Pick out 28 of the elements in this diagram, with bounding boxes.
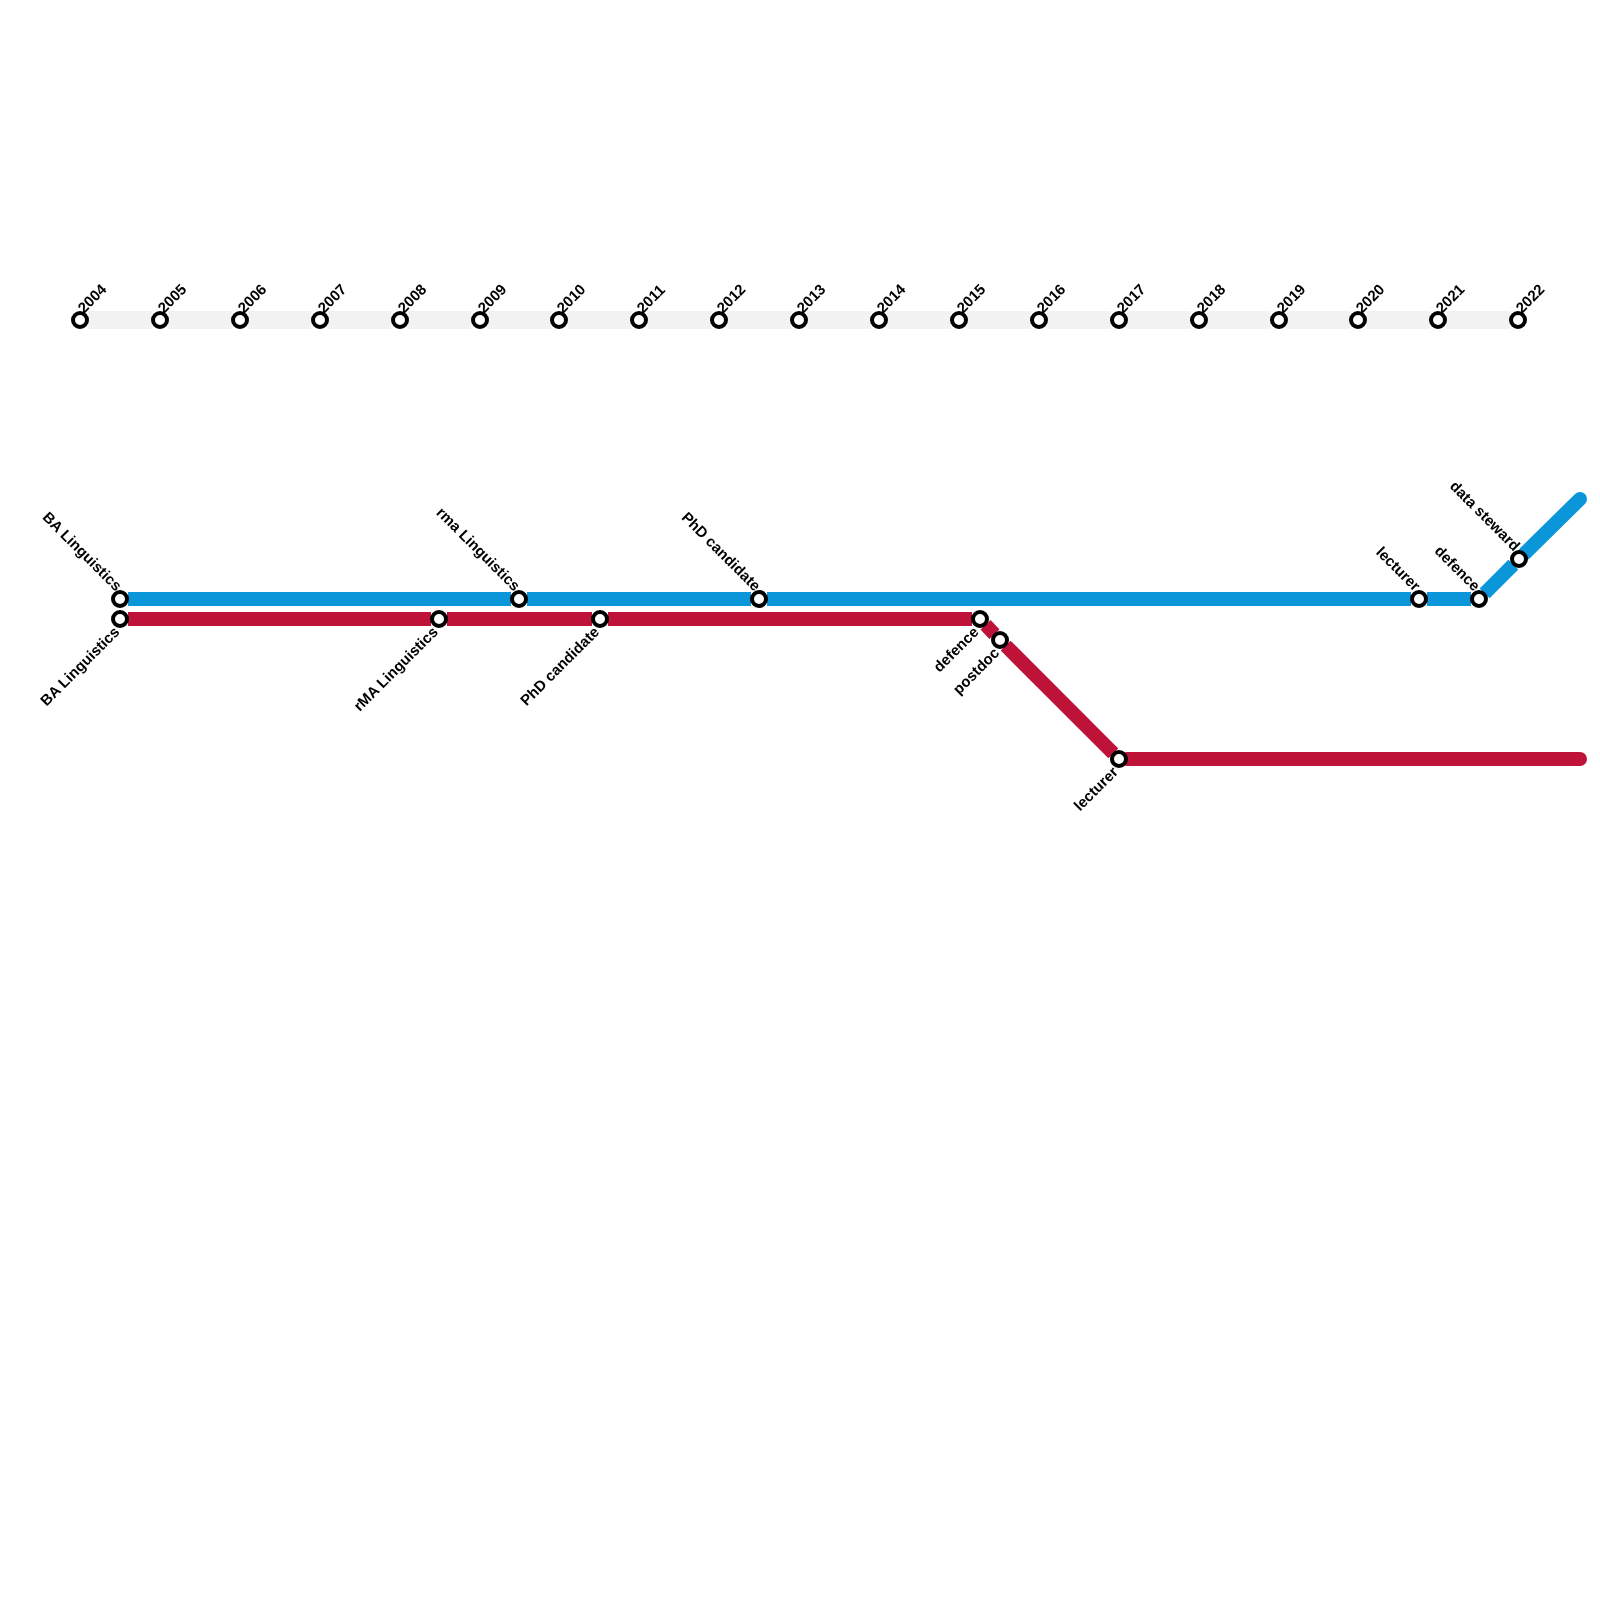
timeline-track	[1206, 311, 1271, 329]
route-line	[1479, 559, 1519, 599]
timeline-track	[1126, 311, 1191, 329]
timeline-track	[807, 311, 871, 329]
timeline-track	[966, 311, 1031, 329]
route-line	[447, 612, 592, 626]
timeline-track	[727, 311, 792, 329]
timeline-track	[88, 311, 152, 329]
timeline-track	[567, 311, 632, 329]
timeline-track	[647, 311, 712, 329]
timeline-track	[327, 311, 392, 329]
timeline-track	[407, 311, 472, 329]
route-line	[128, 612, 431, 626]
route-line	[1517, 492, 1587, 561]
timeline-track	[487, 311, 552, 329]
timeline-track	[167, 311, 232, 329]
timeline-track	[1046, 311, 1111, 329]
route-line	[1427, 592, 1471, 606]
timeline-track	[1286, 311, 1351, 329]
timeline-track	[1366, 311, 1431, 329]
route-line	[527, 592, 751, 606]
timeline-track	[247, 311, 312, 329]
route-line	[767, 592, 1411, 606]
route-line	[608, 612, 972, 626]
timeline-track	[887, 311, 951, 329]
route-line	[1000, 640, 1119, 759]
route-line	[128, 592, 511, 606]
timeline-track	[1446, 311, 1511, 329]
